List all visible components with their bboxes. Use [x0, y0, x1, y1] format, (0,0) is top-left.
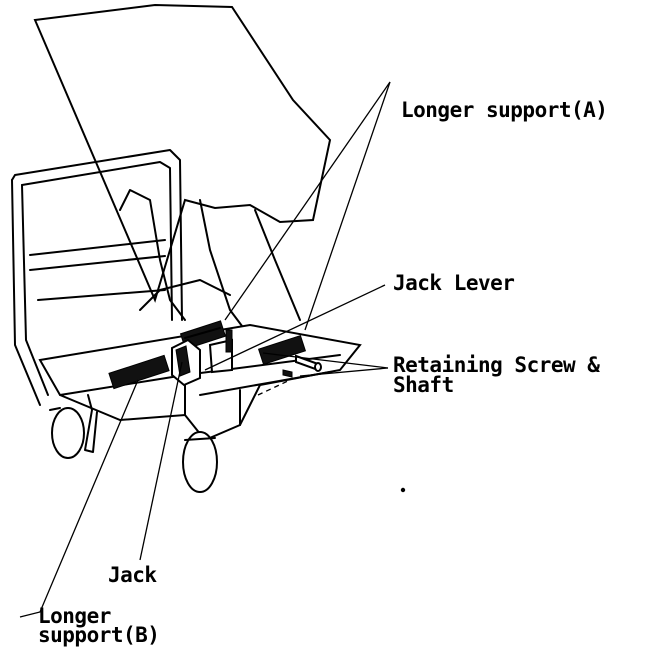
retaining-screw	[282, 369, 293, 378]
stray-dot	[400, 487, 406, 493]
leader-longer-support-b	[19, 379, 139, 618]
leader-retaining-1	[262, 352, 389, 369]
label-retaining-screw-line1: Retaining Screw &	[393, 353, 600, 377]
table-top	[33, 3, 332, 303]
scissor-arm-right	[199, 199, 246, 331]
leader-retaining-2	[299, 367, 389, 377]
longer-support-a-block-2	[257, 334, 307, 366]
label-longer-support-b-line2: support(B)	[38, 623, 160, 647]
label-longer-support-b-line1: Longer	[38, 604, 111, 628]
leader-jack	[139, 361, 183, 561]
wheel-front-left	[51, 407, 85, 459]
wheel-front-right	[182, 431, 218, 493]
label-jack: Jack	[108, 563, 157, 587]
scissor-cross	[139, 279, 231, 311]
screw-dashed-line	[257, 379, 291, 396]
longer-support-b-block	[108, 354, 170, 390]
leader-longer-support-a-1	[224, 81, 391, 321]
scissor-arm-rear	[254, 209, 301, 321]
label-retaining-screw-line2: Shaft	[393, 373, 454, 397]
handle-frame	[11, 149, 183, 321]
label-jack-lever: Jack Lever	[393, 271, 515, 295]
leader-jack-lever	[204, 284, 386, 371]
label-longer-support-a: Longer support(A)	[401, 98, 608, 122]
leader-longer-support-a-2	[304, 81, 391, 331]
foot-pedal	[84, 394, 98, 453]
